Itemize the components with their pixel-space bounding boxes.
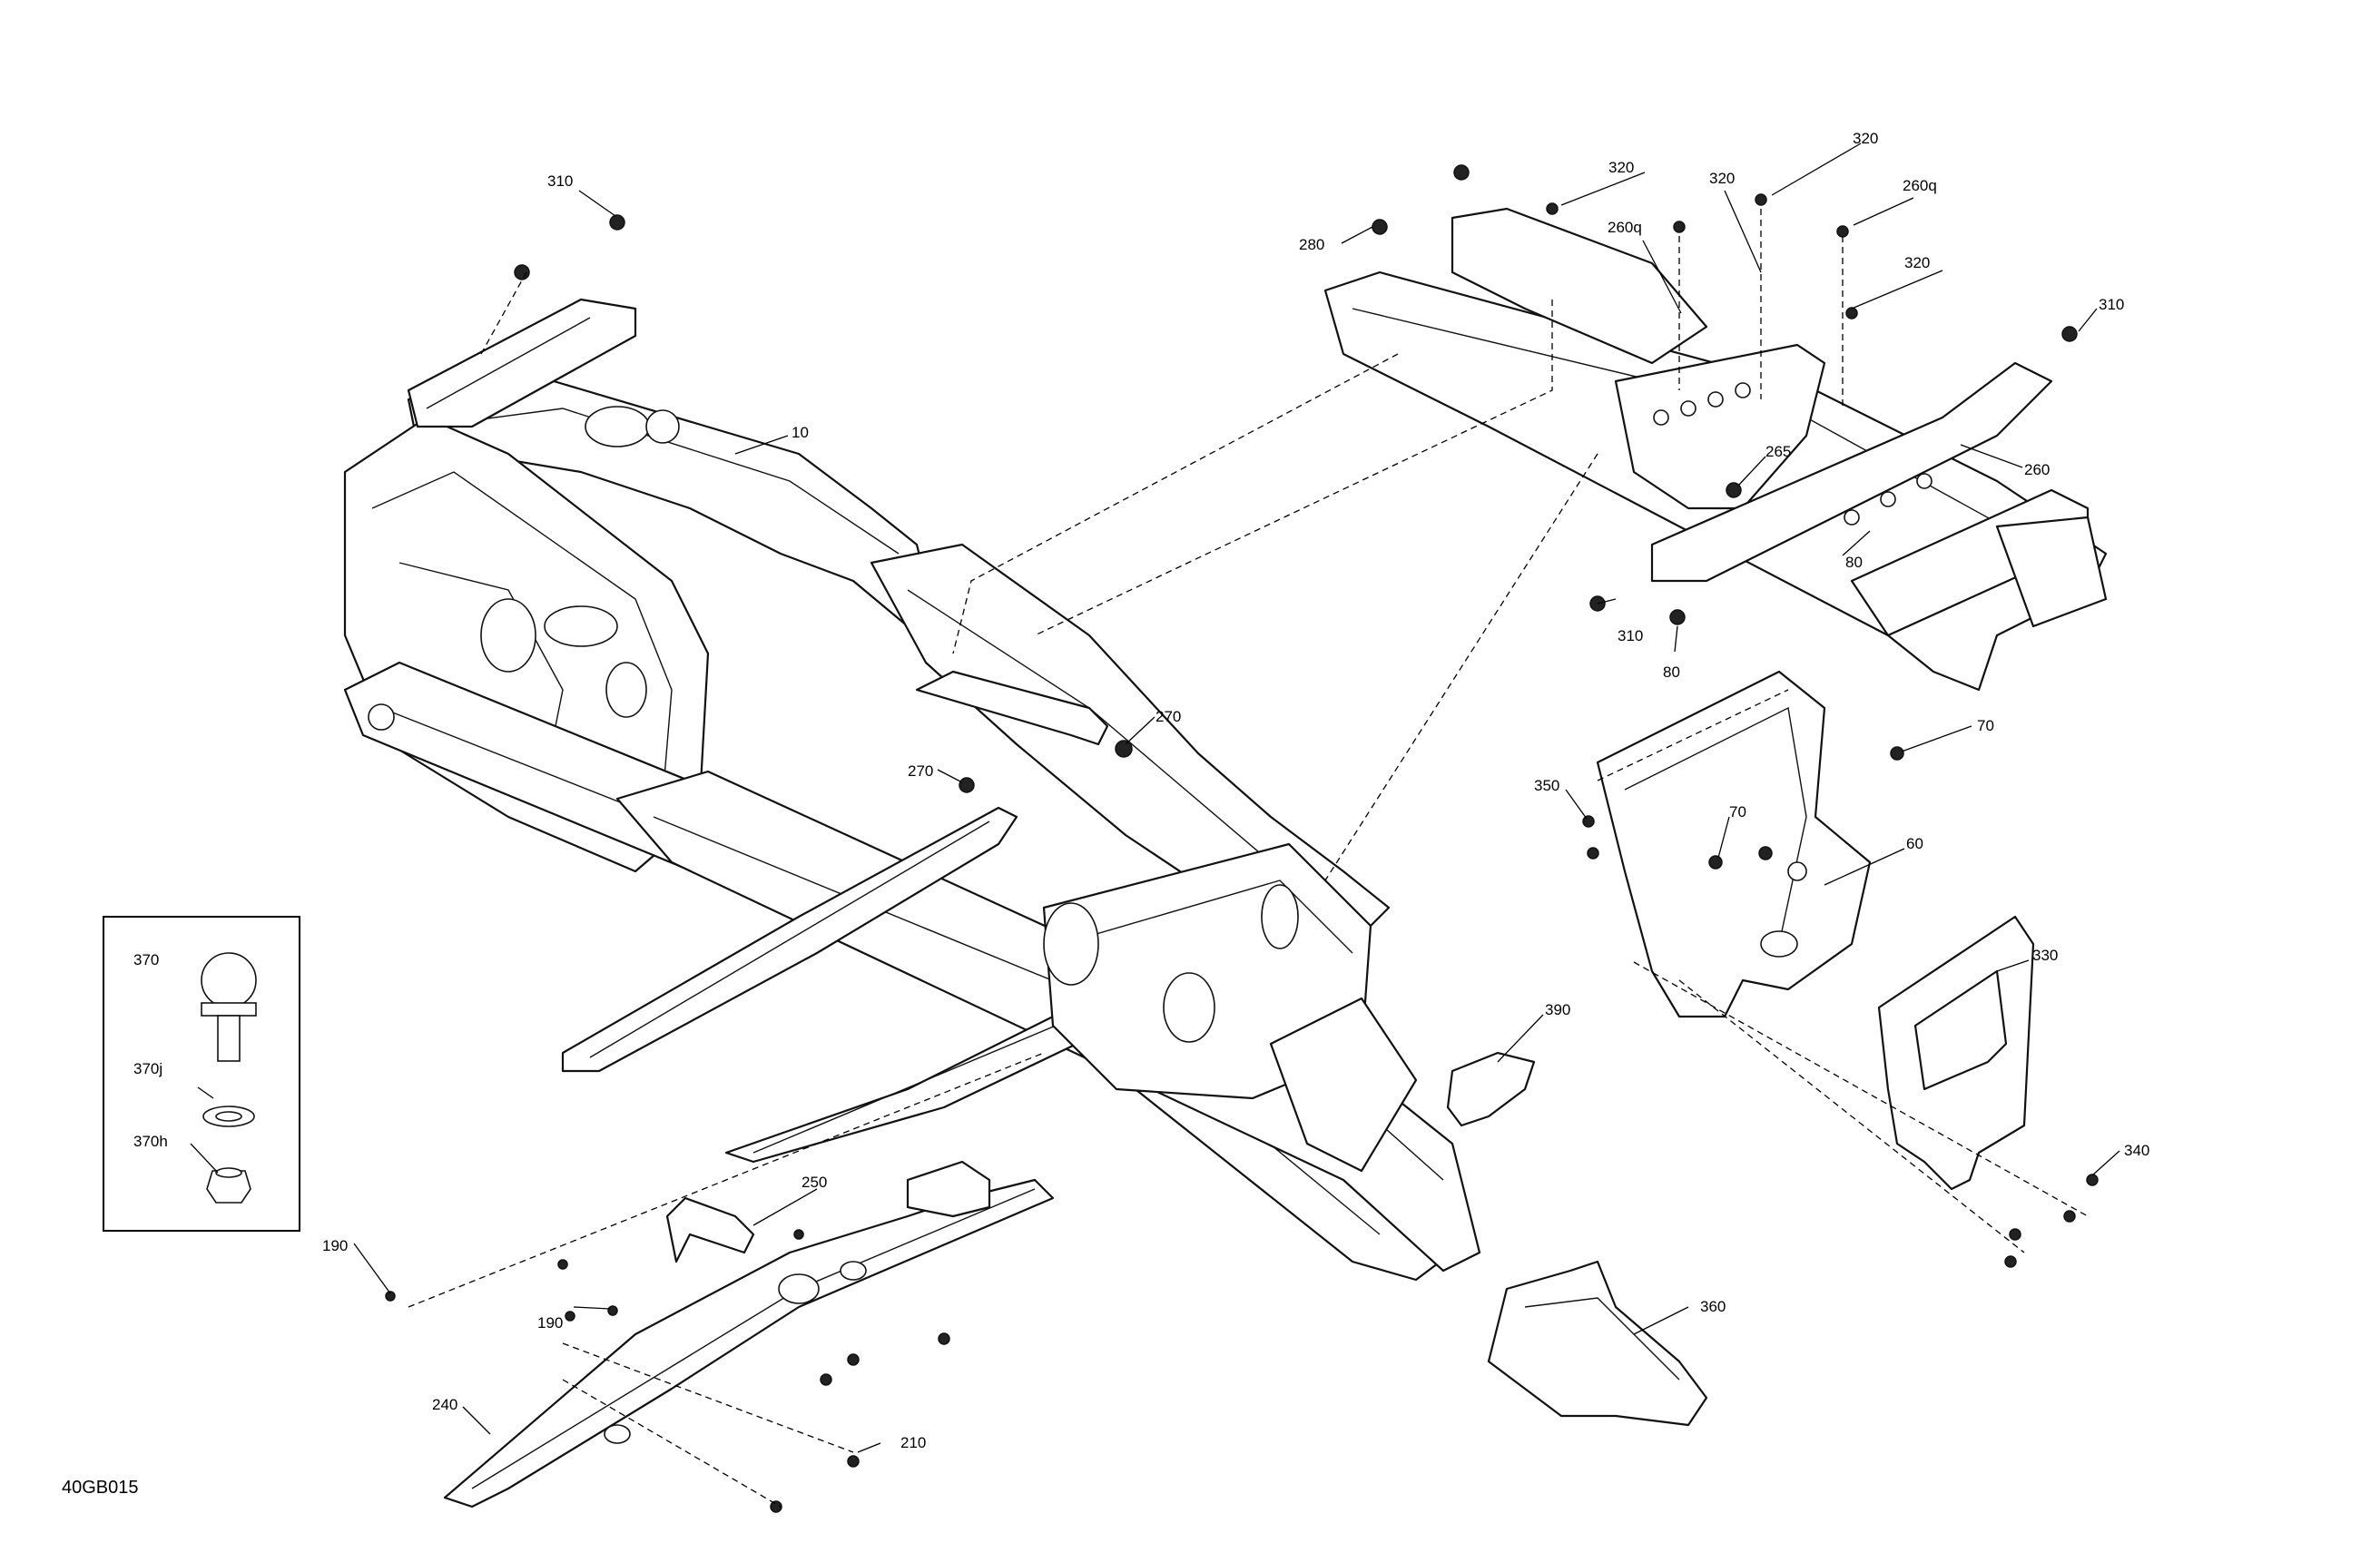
callout-360: 360 bbox=[1700, 1298, 1726, 1315]
callout-leaders bbox=[190, 143, 2120, 1453]
rear-subframe bbox=[1323, 207, 2108, 692]
arm-240 bbox=[443, 1160, 1055, 1509]
callout-310-right: 310 bbox=[2099, 296, 2124, 313]
inset-box bbox=[103, 916, 300, 1232]
callout-320-d: 320 bbox=[1904, 254, 1930, 271]
fasteners bbox=[385, 164, 2099, 1513]
callout-260q-b: 260q bbox=[1903, 177, 1937, 194]
main-frame bbox=[343, 298, 1481, 1282]
callout-350: 350 bbox=[1534, 777, 1559, 794]
callout-310-center: 310 bbox=[1618, 627, 1643, 644]
callout-260: 260 bbox=[2024, 461, 2050, 478]
callout-210: 210 bbox=[900, 1434, 926, 1451]
callout-320-a: 320 bbox=[1608, 159, 1634, 176]
callout-280: 280 bbox=[1299, 236, 1324, 253]
callout-250: 250 bbox=[802, 1174, 827, 1191]
callout-270-b: 270 bbox=[908, 762, 933, 780]
bracket-250 bbox=[665, 1196, 755, 1263]
callout-370h: 370h bbox=[133, 1133, 168, 1150]
callout-320-b: 320 bbox=[1853, 130, 1878, 147]
callout-370j: 370j bbox=[133, 1060, 162, 1077]
callout-310-top-left: 310 bbox=[547, 172, 573, 190]
callout-265: 265 bbox=[1765, 443, 1791, 460]
callout-190-b: 190 bbox=[537, 1314, 563, 1332]
callout-10: 10 bbox=[792, 424, 809, 441]
bracket-60 bbox=[1596, 670, 1872, 1018]
nut-370h bbox=[206, 1167, 251, 1204]
callout-370: 370 bbox=[133, 951, 159, 968]
panel-330 bbox=[1877, 915, 2035, 1191]
callout-70-a: 70 bbox=[1977, 717, 1994, 734]
bracket-360 bbox=[1487, 1260, 1708, 1427]
callout-60: 60 bbox=[1906, 835, 1923, 852]
callout-260q-a: 260q bbox=[1608, 219, 1642, 236]
washer-370j bbox=[202, 1106, 255, 1127]
callout-340: 340 bbox=[2124, 1142, 2149, 1159]
callout-labels: 310 10 280 320 320 320 320 260q 260q 310… bbox=[133, 130, 2149, 1451]
drawing-id: 40GB015 bbox=[62, 1478, 139, 1498]
callout-390: 390 bbox=[1545, 1001, 1570, 1018]
assembly-lines bbox=[408, 209, 2089, 1508]
callout-330: 330 bbox=[2032, 947, 2058, 964]
callout-320-c: 320 bbox=[1709, 170, 1735, 187]
callout-80-b: 80 bbox=[1663, 663, 1680, 681]
trailer-ball-370 bbox=[201, 952, 257, 1062]
callout-270-a: 270 bbox=[1156, 708, 1181, 725]
callout-240: 240 bbox=[432, 1396, 457, 1413]
callout-190-a: 190 bbox=[322, 1237, 348, 1254]
callout-70-b: 70 bbox=[1729, 803, 1746, 821]
callout-80-a: 80 bbox=[1845, 554, 1863, 571]
plate-390 bbox=[1446, 1051, 1536, 1127]
